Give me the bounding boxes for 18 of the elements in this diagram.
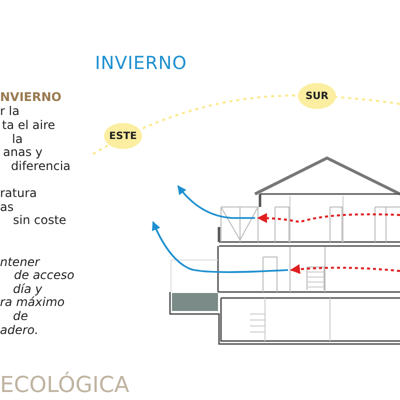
text-line: día y	[13, 283, 42, 295]
direction-ellipse: SUR	[298, 83, 336, 109]
text-line: ntener	[0, 256, 40, 268]
text-line: ra máximo	[0, 296, 65, 308]
text-line: as	[0, 201, 14, 213]
direction-ellipse: ESTE	[104, 123, 142, 149]
text-line: sin coste	[13, 214, 66, 226]
text-line: r la	[0, 105, 20, 117]
season-title: INVIERNO	[95, 53, 187, 74]
text-line: la	[12, 133, 23, 145]
text-line: adero.	[0, 324, 38, 336]
text-line: ratura	[0, 187, 37, 199]
text-line: ta el aire	[2, 119, 56, 131]
text-line: de acceso	[14, 269, 74, 281]
section-heading: NVIERNO	[0, 91, 62, 103]
text-line: anas y	[3, 146, 42, 158]
text-line: de	[13, 310, 28, 322]
text-line: diferencia	[11, 160, 71, 172]
